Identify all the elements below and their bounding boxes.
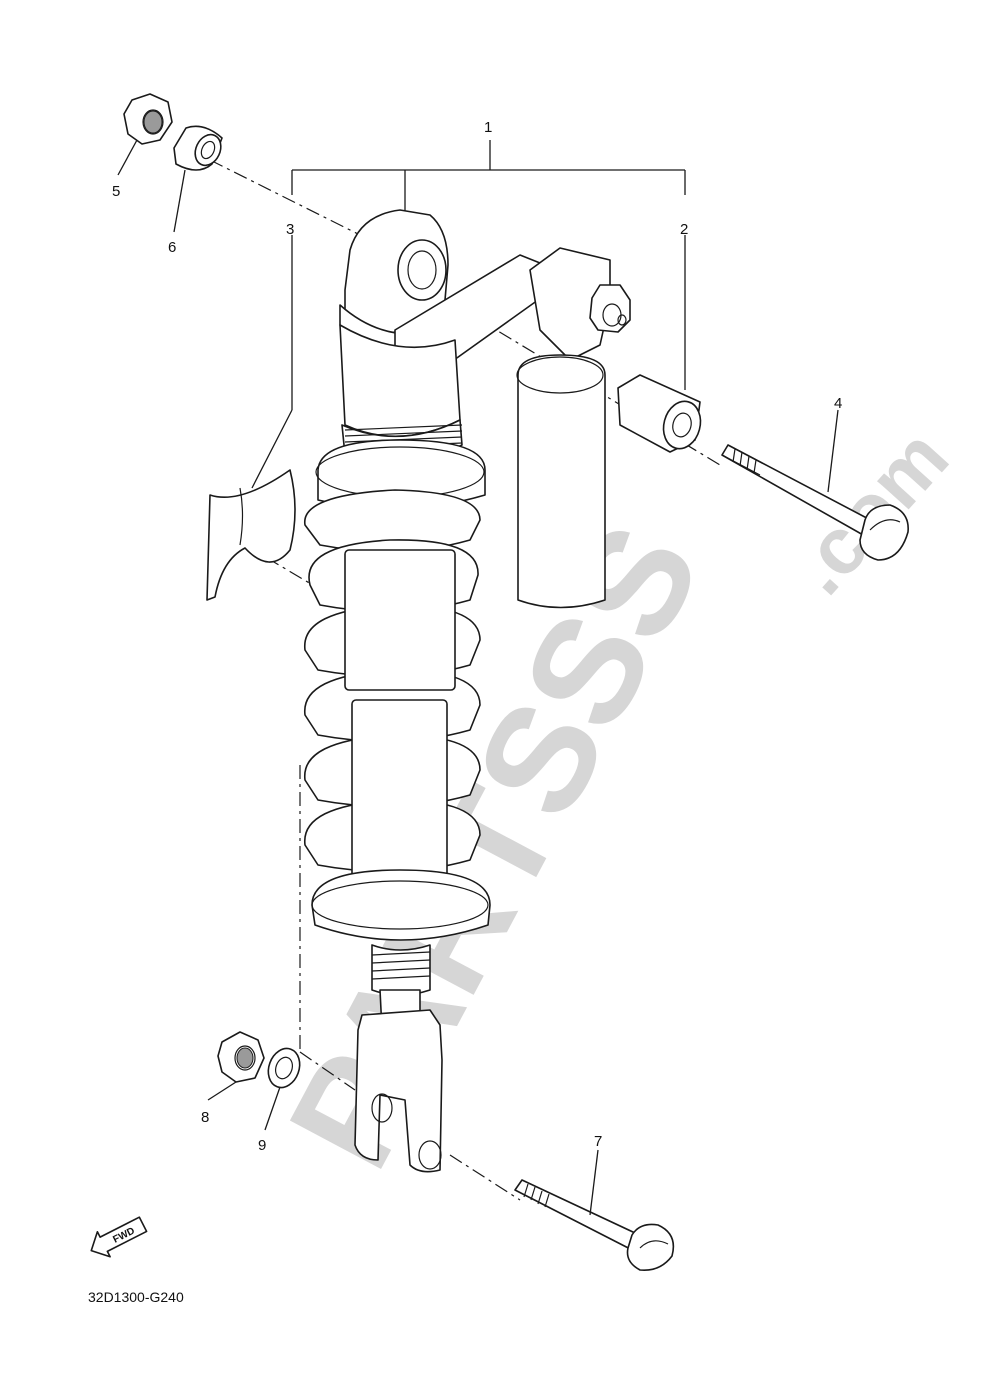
collar-part-2[interactable] <box>617 374 706 453</box>
shock-absorber-part-1[interactable] <box>315 209 546 510</box>
bolt-part-7[interactable] <box>514 1179 675 1272</box>
reservoir <box>516 247 631 609</box>
bolt-part-4[interactable] <box>721 444 909 561</box>
callout-4: 4 <box>834 395 842 412</box>
callout-8: 8 <box>201 1109 209 1126</box>
callout-leaders <box>117 139 839 1216</box>
nut-part-8[interactable] <box>217 1031 265 1083</box>
washer-part-9[interactable] <box>263 1044 305 1092</box>
callout-7: 7 <box>594 1133 602 1150</box>
callout-5: 5 <box>112 183 120 200</box>
callout-1: 1 <box>484 119 492 136</box>
callout-2: 2 <box>680 221 688 238</box>
callouts: 1 2 3 4 5 6 7 8 9 <box>112 119 842 1154</box>
lower-spring-seat <box>311 869 491 941</box>
nut-part-5[interactable] <box>123 93 173 145</box>
diagram-code: 32D1300-G240 <box>88 1289 184 1305</box>
callout-3: 3 <box>286 221 294 238</box>
assembly-bracket <box>251 140 686 489</box>
bracket-part-3[interactable] <box>206 469 296 601</box>
collar-part-6[interactable] <box>173 125 226 171</box>
callout-9: 9 <box>258 1137 266 1154</box>
callout-6: 6 <box>168 239 176 256</box>
fwd-arrow-icon: FWD <box>90 1216 148 1258</box>
spring <box>304 489 481 881</box>
clevis <box>354 1009 443 1173</box>
